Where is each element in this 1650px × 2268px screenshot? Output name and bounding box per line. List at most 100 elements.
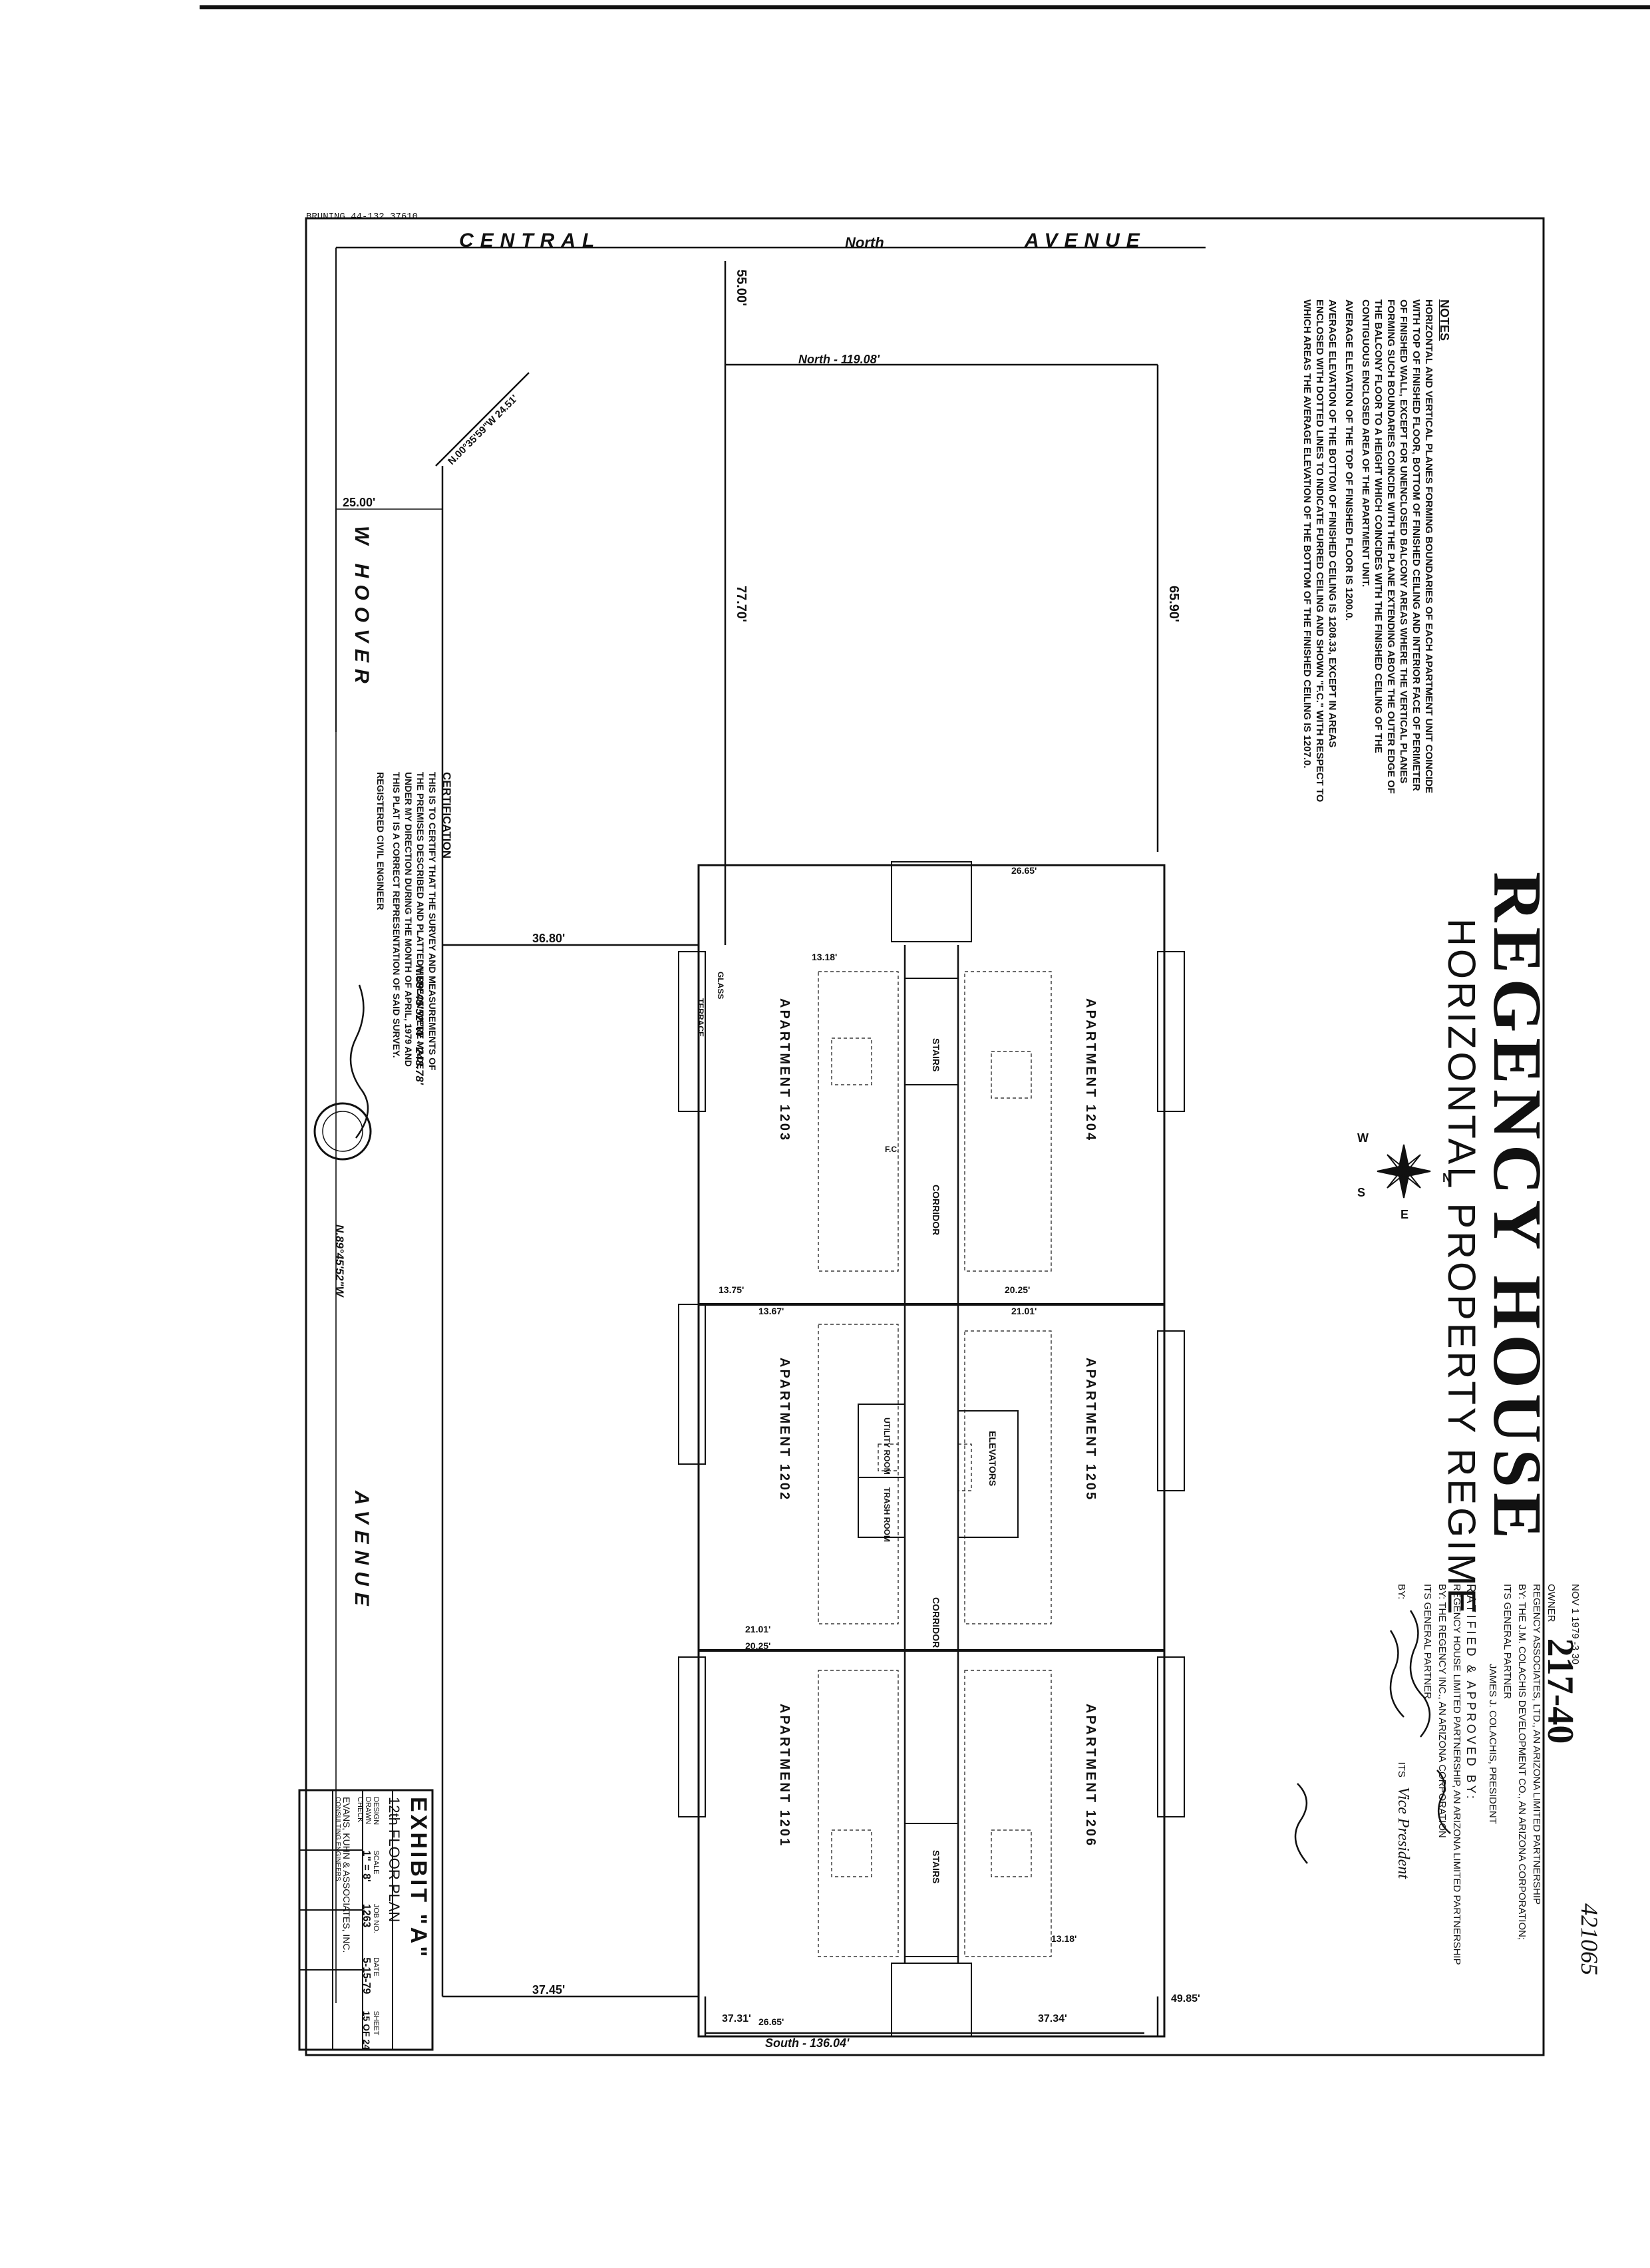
signer-title: Vice President [1395,1787,1412,1879]
furred-ceiling-areas [818,971,1052,1957]
job-value: 1263 [361,1903,372,1928]
room-apt-1204: APARTMENT 1204 [1083,998,1098,1143]
dim-2665-top: 26.65' [1011,865,1037,876]
plan-label: 12th FLOOR PLAN [386,1797,403,1923]
dim-2101-bottom: 21.01' [745,1624,771,1634]
dim-south: South - 136.04' [765,2036,850,2050]
dim-1367: 13.67' [758,1306,784,1316]
room-apt-1203: APARTMENT 1203 [777,998,792,1143]
owner-block: 421065 NOV 1 1979 -3 30 OWNER 217-40 REG… [1394,1584,1603,1996]
room-apt-1206: APARTMENT 1206 [1083,1704,1098,1848]
notes-block: NOTES HORIZONTAL AND VERTICAL PLANES FOR… [1301,299,1451,805]
compass-n: N [1442,1171,1451,1185]
compass-rose [1377,1144,1431,1199]
recording-number: 421065 [1576,1903,1603,1975]
scale-cell: SCALE 1" = 8' [356,1850,380,1903]
terrace-bay-1203 [678,951,706,1112]
owner-line-4: JAMES J. COLACHIS, PRESIDENT [1487,1664,1498,1824]
scale-value: 1" = 8' [361,1850,372,1882]
corner-terrace-top [891,861,972,942]
certification-block: CERTIFICATION THIS IS TO CERTIFY THAT TH… [375,772,453,1085]
building [678,861,1185,2038]
drawing-title: REGENCY HOUSE [1479,872,1556,1545]
sheet-value: 15 OF 24 [361,2010,372,2050]
paper-stamp: BRUNING 44-132 37610 [306,212,418,222]
check-label: CHECK [356,1797,364,1823]
firm-name: EVANS, KUHN & ASSOCIATES, INC. [341,1797,352,1953]
date-value: 5-15-79 [361,1957,372,1994]
job-label: JOB NO. [372,1903,380,1933]
sheet-border [305,217,1545,2056]
dim-3680: 36.80' [532,932,566,945]
street-avenue-top: AVENUE [1025,230,1146,252]
room-elevators: ELEVATORS [987,1431,998,1487]
corner-terrace-bottom [891,1963,972,2037]
compass-w: W [1357,1131,1369,1145]
terrace-bay-1205 [1157,1330,1185,1491]
room-utility: UTILITY ROOM [882,1418,892,1475]
dim-55: 55.00' [734,270,748,306]
terrace-bay-1201 [678,1656,706,1817]
dim-3745: 37.45' [532,1983,566,1996]
its-label: ITS [1396,1762,1407,1778]
engineer-seal [313,1102,372,1161]
drawn-label: DRAWN [364,1797,372,1825]
title-block-text: EXHIBIT "A" 12th FLOOR PLAN DESIGN DRAWN… [334,1797,431,2050]
owner-line-6: BY: THE REGENCY INC., AN ARIZONA CORPORA… [1436,1584,1448,1838]
owner-line-7: ITS GENERAL PARTNER [1422,1584,1433,1700]
dim-1375: 13.75' [719,1284,744,1295]
signature-marks [349,984,1451,1864]
property-boundary [335,246,1206,2036]
dim-6590: 65.90' [1166,586,1181,622]
sheet-cell: SHEET 15 OF 24 [356,2011,380,2050]
scale-label: SCALE [372,1850,380,1875]
dim-1318-bottom: 13.18' [1051,1933,1077,1944]
room-fc-label: F.C. [885,1145,900,1154]
room-apt-1205: APARTMENT 1205 [1083,1358,1098,1502]
firm-subtitle: CONSULTING ENGINEERS [334,1797,341,1881]
street-north-label: North [845,234,884,251]
scan-top-rule [200,5,1650,9]
owner-line-3: ITS GENERAL PARTNER [1502,1584,1513,1700]
street-hoover: W HOOVER [351,526,373,690]
owner-line-5: REGENCY HOUSE LIMITED PARTNERSHIP, AN AR… [1451,1584,1462,1965]
owner-line-2: BY: THE J.M. COLACHIS DEVELOPMENT CO., A… [1516,1584,1528,1941]
terrace-bay-1206 [1157,1656,1185,1817]
book-number: 217-40 [1540,1638,1581,1744]
dim-2025-top: 20.25' [1005,1284,1031,1295]
design-cell: DESIGN DRAWN CHECK [356,1797,380,1850]
dim-25: 25.00' [343,496,376,509]
stair-core-top [904,978,959,1085]
trash-room [858,1477,906,1538]
notes-heading: NOTES [1438,299,1451,341]
compass-s: S [1357,1186,1366,1199]
dim-7770: 77.70' [734,586,748,622]
notes-paragraph-1: HORIZONTAL AND VERTICAL PLANES FORMING B… [1360,299,1434,794]
notes-paragraph-2: AVERAGE ELEVATION OF THE TOP OF FINISHED… [1343,299,1355,621]
certification-engineer: REGISTERED CIVIL ENGINEER [375,772,386,910]
room-apt-1201: APARTMENT 1201 [777,1704,792,1848]
dim-3734: 37.34' [1038,2013,1067,2024]
exhibit-label: EXHIBIT "A" [406,1797,431,1960]
notes-paragraph-3: AVERAGE ELEVATION OF THE BOTTOM OF FINIS… [1301,299,1338,803]
design-label: DESIGN [372,1797,380,1825]
room-corridor-1: CORRIDOR [931,1185,941,1236]
stair-core-bottom [904,1823,959,1957]
dim-1318-top: 13.18' [812,952,838,962]
by-label: BY: [1396,1584,1407,1600]
dim-bearing-2: N.89°45'52"W [333,1225,346,1297]
certification-heading: CERTIFICATION [440,772,453,859]
dim-2665-bottom: 26.65' [758,2016,784,2027]
sheet-label: SHEET [372,2010,380,2036]
owner-line-1: REGENCY ASSOCIATES, LTD., AN ARIZONA LIM… [1531,1584,1542,1905]
date-cell: DATE 5-15-79 [356,1957,380,2010]
room-stairs-1: STAIRS [931,1038,941,1072]
certification-text: THIS IS TO CERTIFY THAT THE SURVEY AND M… [391,772,438,1071]
room-stairs-2: STAIRS [931,1850,941,1884]
date-label: DATE [372,1957,380,1977]
dim-4985: 49.85' [1171,1993,1200,2004]
dim-3731: 37.31' [722,2013,751,2024]
street-avenue-bottom: AVENUE [351,1491,373,1612]
room-terrace-label: TERRACE [696,998,705,1038]
